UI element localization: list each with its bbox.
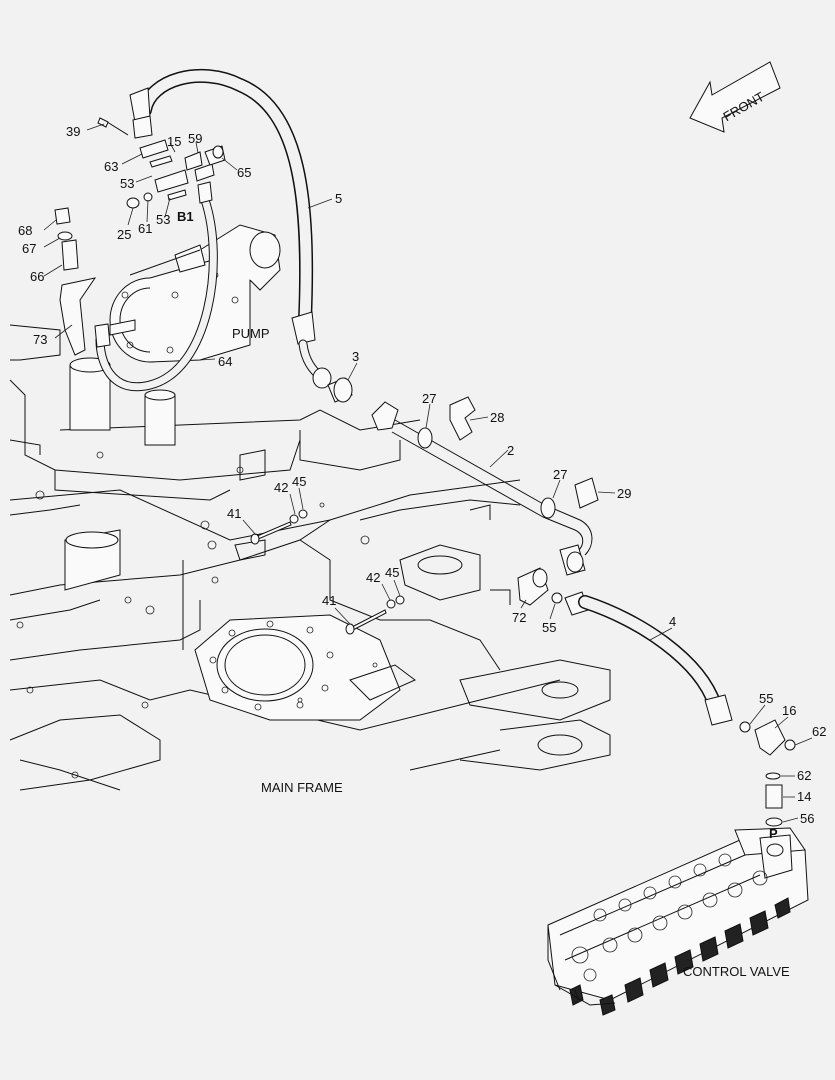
hose-64 [94, 181, 218, 392]
callout-73: 73 [33, 332, 47, 347]
bolts [250, 502, 405, 635]
callout-55a: 55 [542, 620, 556, 635]
callout-25: 25 [117, 227, 131, 242]
callout-66: 66 [30, 269, 44, 284]
callout-15: 15 [167, 134, 181, 149]
bracket-fittings [54, 207, 97, 356]
callout-39: 39 [66, 124, 80, 139]
callout-53a: 53 [120, 176, 134, 191]
control-valve [547, 827, 809, 1016]
callout-64: 64 [218, 354, 232, 369]
callout-65: 65 [237, 165, 251, 180]
callout-16: 16 [782, 703, 796, 718]
callout-2: 2 [507, 443, 514, 458]
port-b1-label: B1 [177, 209, 194, 224]
callout-41b: 41 [322, 593, 336, 608]
callout-67: 67 [22, 241, 36, 256]
callout-62b: 62 [797, 768, 811, 783]
pump-label: PUMP [232, 326, 270, 341]
pipe-2 [327, 377, 599, 576]
labels: PUMP MAIN FRAME CONTROL VALVE B1 P [177, 209, 790, 979]
callout-29: 29 [617, 486, 631, 501]
callout-45b: 45 [385, 565, 399, 580]
callouts: 39 63 15 59 53 65 25 61 53 68 67 66 5 73… [18, 124, 826, 826]
main-frame [9, 324, 611, 791]
callout-53b: 53 [156, 212, 170, 227]
callout-55b: 55 [759, 691, 773, 706]
callout-42a: 42 [274, 480, 288, 495]
pump-fittings [97, 117, 226, 209]
callout-14: 14 [797, 789, 811, 804]
callout-63: 63 [104, 159, 118, 174]
callout-59: 59 [188, 131, 202, 146]
main-frame-label: MAIN FRAME [261, 780, 343, 795]
callout-42b: 42 [366, 570, 380, 585]
callout-27b: 27 [553, 467, 567, 482]
callout-45a: 45 [292, 474, 306, 489]
callout-62a: 62 [812, 724, 826, 739]
hose-5 [129, 68, 332, 389]
callout-28: 28 [490, 410, 504, 425]
callout-5: 5 [335, 191, 342, 206]
callout-61: 61 [138, 221, 152, 236]
callout-41a: 41 [227, 506, 241, 521]
callout-68: 68 [18, 223, 32, 238]
leader-lines [43, 123, 813, 823]
front-arrow: FRONT [689, 61, 781, 133]
pump [109, 224, 281, 363]
callout-4: 4 [669, 614, 676, 629]
valve-spools [569, 897, 791, 1016]
callout-27a: 27 [422, 391, 436, 406]
callout-72: 72 [512, 610, 526, 625]
callout-3: 3 [352, 349, 359, 364]
callout-56: 56 [800, 811, 814, 826]
port-p-label: P [769, 826, 778, 841]
hose-4 [517, 567, 796, 827]
control-valve-label: CONTROL VALVE [683, 964, 790, 979]
